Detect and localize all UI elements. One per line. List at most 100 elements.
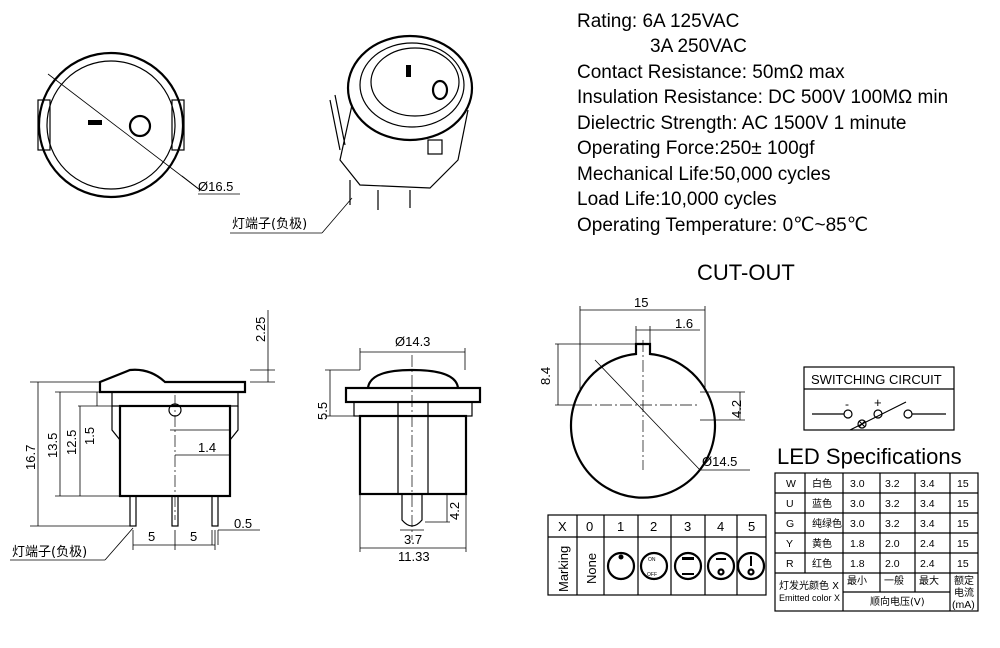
led-footer-current-2: 电流 [954, 586, 974, 599]
side-view: 2.25 16.7 13.5 12.5 1.5 1.4 0.5 5 5 灯端子(… [10, 310, 275, 561]
spec-contact-resistance: Contact Resistance: 50mΩ max [577, 62, 845, 83]
dim-5-5: 5.5 [315, 402, 330, 420]
led-footer-min: 最小 [847, 575, 867, 587]
dim-15: 15 [634, 295, 648, 310]
marking-col-0: 0 [586, 519, 593, 534]
spec-rating: Rating: 6A 125VAC [577, 11, 739, 32]
marking-none: None [584, 553, 599, 584]
switching-circuit: SWITCHING CIRCUIT - + [803, 366, 955, 431]
led-cell-color: 红色 [812, 557, 832, 570]
led-cell-typ: 3.2 [885, 478, 900, 490]
led-cell-typ: 3.2 [885, 518, 900, 530]
cutout-title: CUT-OUT [697, 260, 795, 285]
led-cell-color: 纯绿色 [812, 517, 842, 530]
led-cell-code: G [786, 518, 794, 530]
marking-row-label: Marking [556, 546, 571, 592]
marking-on-label: ON [648, 557, 656, 563]
led-footer-current-3: (mA) [952, 599, 975, 611]
marking-icon-1 [606, 551, 636, 581]
terminal-label-top: 灯端子(负极) [232, 217, 307, 232]
marking-off-label: OFF [647, 572, 657, 578]
led-cell-color: 蓝色 [812, 497, 832, 510]
dim-diameter-14-5: Ø14.5 [702, 454, 737, 469]
dim-1-5: 1.5 [82, 427, 97, 445]
dim-1-6: 1.6 [675, 316, 693, 331]
marking-table: X 0 1 2 3 4 5 Marking None ON OFF [547, 514, 767, 596]
led-cell-max: 3.4 [920, 518, 935, 530]
top-view: Ø16.5 灯端子(负极) [37, 51, 353, 234]
led-cell-max: 3.4 [920, 498, 935, 510]
led-cell-min: 1.8 [850, 558, 865, 570]
led-spec-title: LED Specifications [777, 444, 962, 469]
marking-icon-4 [706, 551, 736, 581]
led-cell-max: 2.4 [920, 558, 935, 570]
marking-col-1: 1 [617, 519, 624, 534]
dim-1-4: 1.4 [198, 440, 216, 455]
dim-4-2-front: 4.2 [447, 502, 462, 520]
led-footer-current-1: 额定 [954, 574, 974, 587]
led-footer-voltage: 顺向电压(V) [870, 595, 925, 608]
led-footer-color-cn: 灯发光颜色 X [779, 579, 839, 592]
dim-2-25: 2.25 [253, 317, 268, 342]
spec-mech-life: Mechanical Life:50,000 cycles [577, 164, 830, 185]
spec-dielectric: Dielectric Strength: AC 1500V 1 minute [577, 113, 907, 134]
led-cell-min: 3.0 [850, 518, 865, 530]
led-cell-current: 15 [957, 538, 969, 550]
spec-force: Operating Force:250± 100gf [577, 138, 815, 159]
led-cell-code: Y [786, 538, 793, 550]
switching-circuit-title: SWITCHING CIRCUIT [811, 372, 942, 387]
led-cell-typ: 3.2 [885, 498, 900, 510]
led-cell-color: 黄色 [812, 537, 832, 550]
marking-icon-3 [673, 551, 703, 581]
marking-icon-5 [736, 551, 766, 581]
spec-insulation: Insulation Resistance: DC 500V 100MΩ min [577, 87, 948, 108]
led-cell-min: 1.8 [850, 538, 865, 550]
dim-12-5: 12.5 [64, 430, 79, 455]
led-cell-max: 3.4 [920, 478, 935, 490]
terminal-plus: + [874, 395, 882, 410]
marking-icon-2: ON OFF [639, 551, 669, 581]
dim-5-left: 5 [148, 529, 155, 544]
marking-col-2: 2 [650, 519, 657, 534]
perspective-view [329, 34, 474, 210]
dim-4-2-cutout: 4.2 [729, 400, 744, 418]
dim-diameter-16-5: Ø16.5 [198, 179, 233, 194]
marking-col-4: 4 [717, 519, 724, 534]
led-cell-min: 3.0 [850, 498, 865, 510]
terminal-label-side: 灯端子(负极) [12, 545, 87, 560]
led-cell-code: R [786, 558, 794, 570]
led-cell-typ: 2.0 [885, 538, 900, 550]
led-cell-code: W [786, 478, 796, 490]
led-cell-color: 白色 [812, 477, 832, 490]
dim-13-5: 13.5 [45, 433, 60, 458]
marking-header-x: X [558, 519, 567, 534]
marking-col-5: 5 [748, 519, 755, 534]
led-cell-current: 15 [957, 478, 969, 490]
dim-3-7: 3.7 [404, 532, 422, 547]
front-view: Ø14.3 5.5 4.2 3.7 11.33 [315, 334, 482, 564]
dim-diameter-14-3: Ø14.3 [395, 334, 430, 349]
led-cell-current: 15 [957, 518, 969, 530]
spec-rating-2: 3A 250VAC [650, 36, 747, 57]
led-cell-current: 15 [957, 498, 969, 510]
dim-0-5: 0.5 [234, 516, 252, 531]
led-cell-current: 15 [957, 558, 969, 570]
led-cell-typ: 2.0 [885, 558, 900, 570]
spec-load-life: Load Life:10,000 cycles [577, 189, 777, 210]
specifications: Rating: 6A 125VAC 3A 250VAC Contact Resi… [577, 11, 948, 236]
led-footer-typ: 一般 [884, 574, 904, 587]
dim-11-33: 11.33 [398, 549, 430, 564]
dim-16-7: 16.7 [23, 445, 38, 470]
led-cell-code: U [786, 498, 794, 510]
led-cell-min: 3.0 [850, 478, 865, 490]
cutout-view: CUT-OUT 15 1.6 8.4 4.2 Ø14.5 [538, 260, 795, 499]
led-footer-color-en: Emitted color X [779, 593, 840, 603]
led-cell-max: 2.4 [920, 538, 935, 550]
dim-5-right: 5 [190, 529, 197, 544]
dim-8-4: 8.4 [538, 367, 553, 385]
terminal-minus: - [845, 397, 849, 411]
spec-temperature: Operating Temperature: 0℃~85℃ [577, 215, 868, 236]
marking-col-3: 3 [684, 519, 691, 534]
